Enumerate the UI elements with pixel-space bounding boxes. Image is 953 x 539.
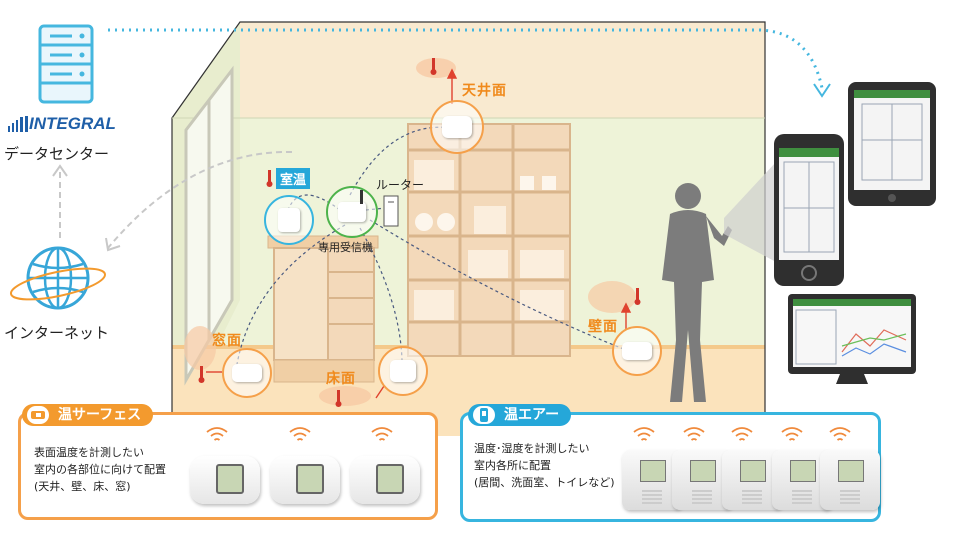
surface-sensor-icon [27, 406, 49, 424]
wall-sensor-circle[interactable] [612, 326, 662, 376]
air-panel-title: 温エアー [504, 407, 560, 423]
thermometer-icons [198, 58, 641, 407]
datacenter-label: データセンター [4, 145, 110, 163]
person-silhouette [662, 183, 732, 402]
surface-line-3: (天井、壁、床、窓) [34, 480, 131, 493]
desktop-monitor-icon [788, 294, 916, 384]
chest-of-drawers [267, 235, 379, 383]
surface-line-2: 室内の各部位に向けて配置 [34, 463, 166, 476]
surface-panel-title: 温サーフェス [58, 407, 142, 423]
globe-icon [9, 246, 107, 310]
ceiling-label: 天井面 [462, 83, 507, 99]
air-line-3: (居間、洗面室、トイレなど) [474, 476, 615, 489]
logo-stripes-icon [8, 116, 28, 132]
window-label: 窓面 [212, 333, 242, 349]
air-line-1: 温度･湿度を計測したい [474, 442, 590, 455]
room-ceiling [172, 22, 765, 118]
window-sensor-circle[interactable] [222, 348, 272, 398]
air-panel-text: 温度･湿度を計測したい 室内各所に配置 (居間、洗面室、トイレなど) [474, 440, 615, 491]
internet-label: インターネット [4, 324, 110, 342]
receiver-circle[interactable] [326, 186, 378, 238]
surface-device-1 [190, 456, 260, 504]
tablet-icon [848, 82, 936, 206]
integral-logo: INTEGRAL [8, 112, 120, 134]
floor-sensor-circle[interactable] [378, 346, 428, 396]
router-label: ルーター [376, 178, 425, 192]
receiver-label: 専用受信機 [318, 241, 373, 254]
surface-panel-text: 表面温度を計測したい 室内の各部位に向けて配置 (天井、壁、床、窓) [34, 444, 166, 495]
room-temp-sensor-circle[interactable] [264, 195, 314, 245]
router [383, 195, 399, 227]
surface-device-2 [270, 456, 340, 504]
sensing-spots [184, 58, 636, 406]
room-temp-label: 室温 [276, 168, 311, 189]
bookshelf [407, 123, 571, 357]
surface-panel-tag: 温サーフェス [22, 404, 154, 426]
surface-device-3 [350, 456, 420, 504]
air-line-2: 室内各所に配置 [474, 459, 551, 472]
surface-line-1: 表面温度を計測したい [34, 446, 144, 459]
wall-label: 壁面 [588, 319, 618, 335]
brand-name: INTEGRAL [29, 114, 116, 133]
smartphone-icon [774, 134, 844, 286]
ceiling-sensor-circle[interactable] [430, 100, 484, 154]
air-sensor-icon [473, 406, 495, 424]
server-icon [38, 24, 94, 104]
air-device-5 [820, 450, 880, 510]
floor-label: 床面 [326, 371, 356, 387]
mobile-devices [774, 82, 936, 286]
air-panel-tag: 温エアー [468, 404, 572, 426]
